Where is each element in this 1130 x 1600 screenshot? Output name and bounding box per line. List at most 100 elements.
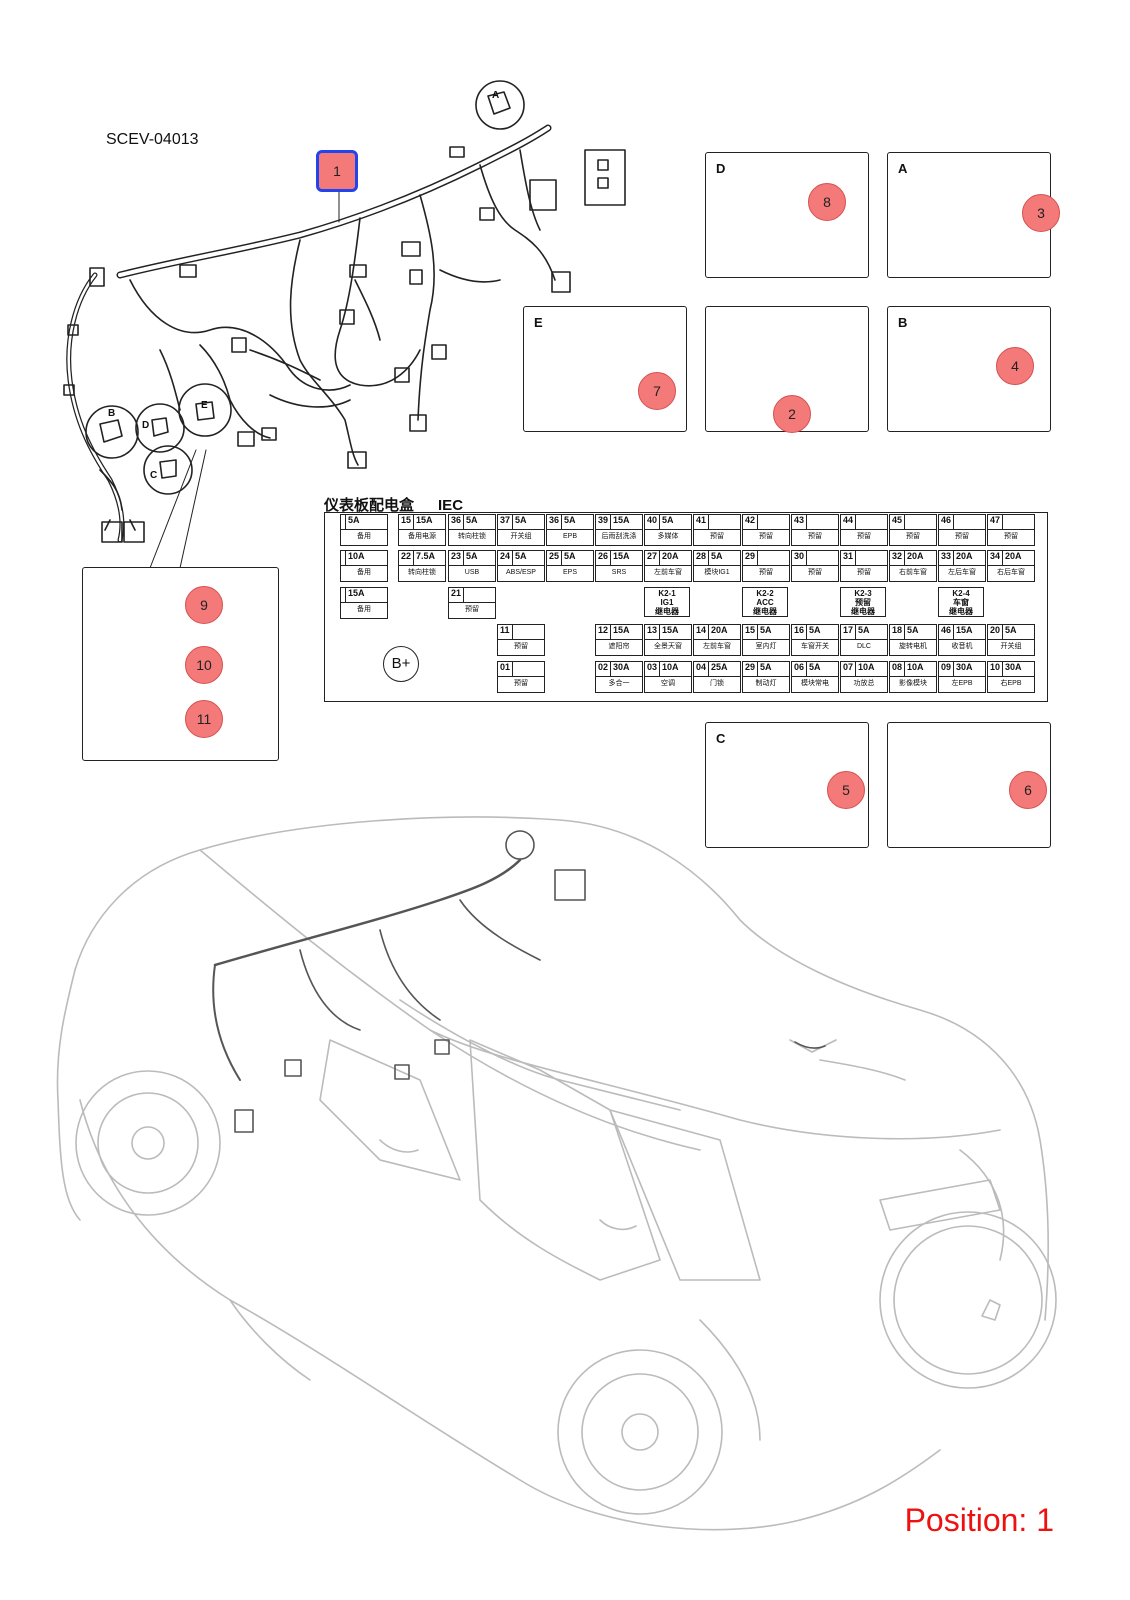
fuse-number: 06 — [792, 662, 808, 676]
fuse-description: 右后车窗 — [997, 569, 1025, 576]
callout-9[interactable]: 9 — [185, 586, 223, 624]
fuse-description: 空调 — [661, 680, 675, 687]
callout-8[interactable]: 8 — [808, 183, 846, 221]
fuse-description: DLC — [856, 643, 871, 650]
detail-box-label-e: E — [534, 315, 543, 330]
fuse-description: 左前车窗 — [703, 643, 731, 650]
harness-inset-label-a: A — [492, 90, 500, 101]
fuse-number: 15 — [399, 515, 415, 529]
callout-7[interactable]: 7 — [638, 372, 676, 410]
fuse-number: 07 — [841, 662, 857, 676]
fuse-description: 预留 — [759, 569, 773, 576]
fuse-number — [341, 551, 346, 565]
fuse-number: 36 — [547, 515, 563, 529]
callout-2[interactable]: 2 — [773, 395, 811, 433]
fuse-description: 车窗开关 — [801, 643, 829, 650]
fuse-header: 01 — [498, 662, 544, 677]
fuse-amperage: 5A — [564, 551, 576, 561]
fuse-amperage — [807, 551, 811, 565]
fuse-number: 27 — [645, 551, 661, 565]
fuse-description: 转向柱锁 — [408, 569, 436, 576]
fuse-amperage — [856, 551, 860, 565]
callout-3[interactable]: 3 — [1022, 194, 1060, 232]
fuse-number: 29 — [743, 662, 759, 676]
fuse-amperage: 5A — [515, 515, 527, 525]
fuse-amperage: 15A — [613, 551, 630, 561]
callout-6[interactable]: 6 — [1009, 771, 1047, 809]
fuse-number: 42 — [743, 515, 759, 529]
fuse-number: 21 — [449, 588, 465, 602]
fuse-amperage: 5A — [711, 551, 723, 561]
fuse-description: 预留 — [514, 643, 528, 650]
fuse-header: 45 — [890, 515, 936, 530]
fuse-header: 44 — [841, 515, 887, 530]
fuse-amperage — [709, 515, 713, 529]
fuse-description: 模块常电 — [801, 680, 829, 687]
fuse-amperage — [807, 515, 811, 529]
fuse-description: 开关组 — [1000, 643, 1022, 650]
vehicle-outline — [56, 816, 1057, 1531]
fuse-number: 04 — [694, 662, 710, 676]
callout-10[interactable]: 10 — [185, 646, 223, 684]
harness-inset-label-c: C — [150, 470, 158, 481]
fuse-amperage: 10A — [662, 662, 679, 672]
fuse-number: 46 — [939, 625, 955, 639]
fuse-amperage: 15A — [348, 588, 365, 598]
fuse-description: 功放总 — [853, 680, 875, 687]
fuse-description: 转向柱锁 — [458, 533, 486, 540]
fuse-amperage: 15A — [662, 625, 679, 635]
fuse-number: 30 — [792, 551, 808, 565]
fuse-amperage: 15A — [613, 515, 630, 525]
fuse-number: 46 — [939, 515, 955, 529]
fuse-amperage: 15A — [416, 515, 433, 525]
fuse-amperage: 20A — [662, 551, 679, 561]
fuse-description: 预留 — [808, 569, 822, 576]
fuse-number: 09 — [939, 662, 955, 676]
relay-label: K2-1 — [658, 589, 676, 598]
fuse-amperage — [513, 625, 517, 639]
detail-box-e: E — [523, 306, 687, 432]
callout-5[interactable]: 5 — [827, 771, 865, 809]
detail-box-label-b: B — [898, 315, 908, 330]
fuse-description: 备用 — [357, 606, 371, 613]
detail-box-label-c: C — [716, 731, 726, 746]
fuse-number: 41 — [694, 515, 710, 529]
position-label: Position: 1 — [904, 1502, 1054, 1538]
fuse-amperage: 20A — [907, 551, 924, 561]
fuse-amperage: 5A — [760, 662, 772, 672]
harness-inset-label-e: E — [201, 400, 208, 411]
fuse-amperage: 5A — [760, 625, 772, 635]
callout-1-selected[interactable]: 1 — [316, 150, 358, 192]
relay-label: 继电器 — [655, 607, 679, 616]
fuse-header: 42 — [743, 515, 789, 530]
fuse-amperage: 7.5A — [416, 551, 436, 561]
callout-11[interactable]: 11 — [185, 700, 223, 738]
fuse-amperage: 30A — [956, 662, 973, 672]
fuse-number: 34 — [988, 551, 1004, 565]
callout-4[interactable]: 4 — [996, 347, 1034, 385]
fuse-amperage: 5A — [809, 625, 821, 635]
fuse-cell: 15A 备用 — [340, 587, 388, 619]
